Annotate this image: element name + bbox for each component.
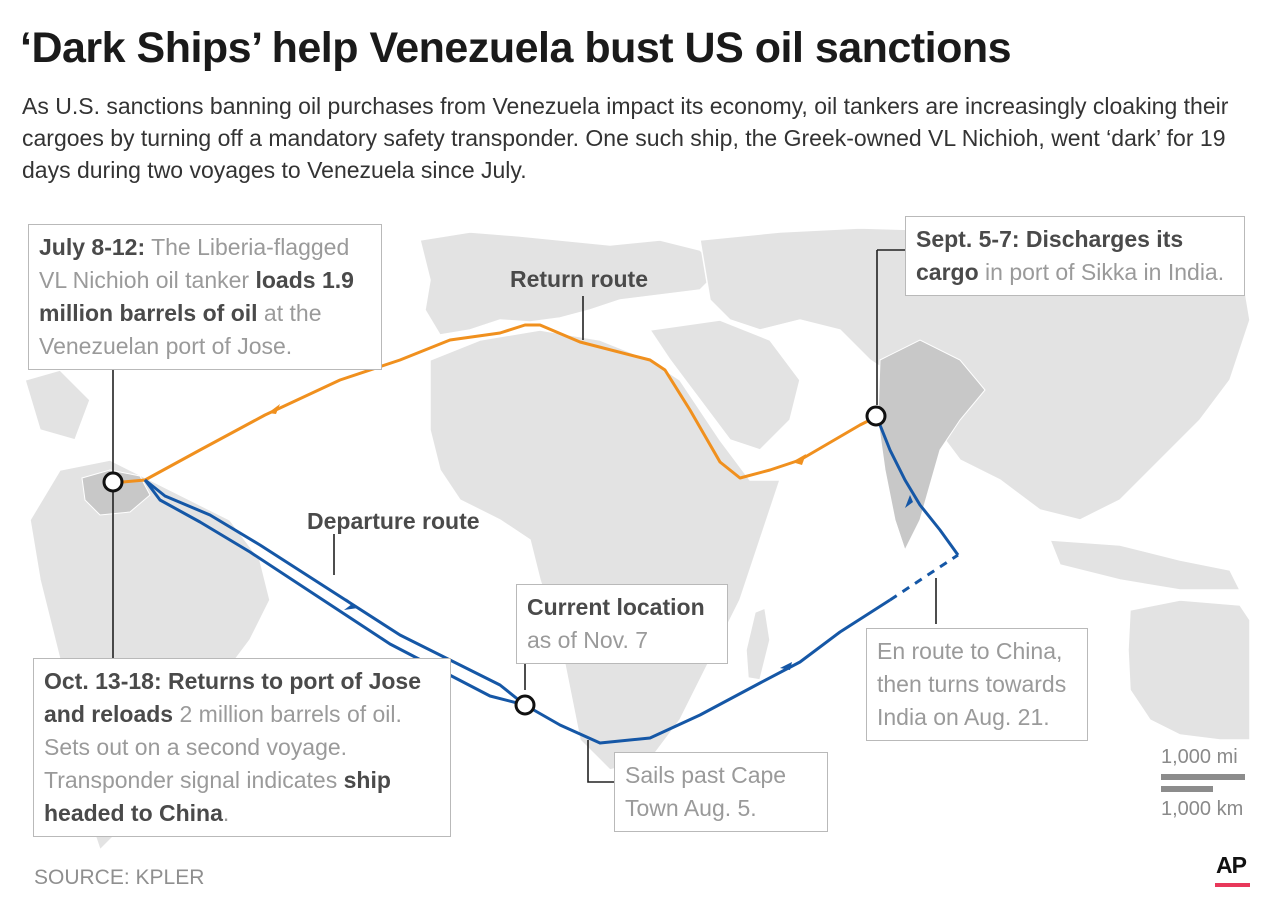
departure-route-line-a (144, 478, 526, 707)
jose-port-marker (102, 471, 124, 493)
scale-miles-label: 1,000 mi (1161, 746, 1238, 768)
scale-bar-km (1161, 786, 1213, 792)
ap-logo: AP (1216, 852, 1247, 878)
july-date: July 8-12: (39, 234, 146, 260)
route-to-india-line (876, 419, 960, 556)
subtitle: As U.S. sanctions banning oil purchases … (22, 93, 1229, 183)
oct-annotation: Oct. 13-18: Returns to port of Jose and … (33, 658, 451, 837)
sept-annotation: Sept. 5-7: Discharges its cargo in port … (905, 216, 1245, 296)
india-arrow (905, 495, 913, 508)
departure-route-label: Departure route (307, 508, 480, 534)
departure-arrow (344, 598, 358, 610)
current-location-annotation: Current location as of Nov. 7 (516, 584, 728, 664)
return-route-label: Return route (510, 266, 648, 292)
sikka-port-marker (865, 405, 887, 427)
return-arrow-1 (268, 404, 280, 414)
china-annotation: En route to China, then turns towards In… (866, 628, 1088, 741)
page-title: ‘Dark Ships’ help Venezuela bust US oil … (20, 24, 1012, 72)
departure-route-line-b (143, 479, 526, 707)
india-highlight (877, 339, 986, 552)
route-to-china-line (524, 598, 891, 745)
current-location-marker (514, 694, 536, 716)
source-credit: SOURCE: KPLER (34, 866, 205, 889)
july-annotation: July 8-12: The Liberia-flagged VL Nichio… (28, 224, 382, 370)
scale-bar-miles (1161, 774, 1245, 780)
china-arrow (780, 662, 792, 670)
cape-town-annotation: Sails past Cape Town Aug. 5. (614, 752, 828, 832)
dark-segment-dashed (889, 553, 959, 602)
scale-km-label: 1,000 km (1161, 798, 1244, 820)
return-arrow-2 (792, 454, 806, 465)
ap-logo-bar (1215, 883, 1250, 887)
